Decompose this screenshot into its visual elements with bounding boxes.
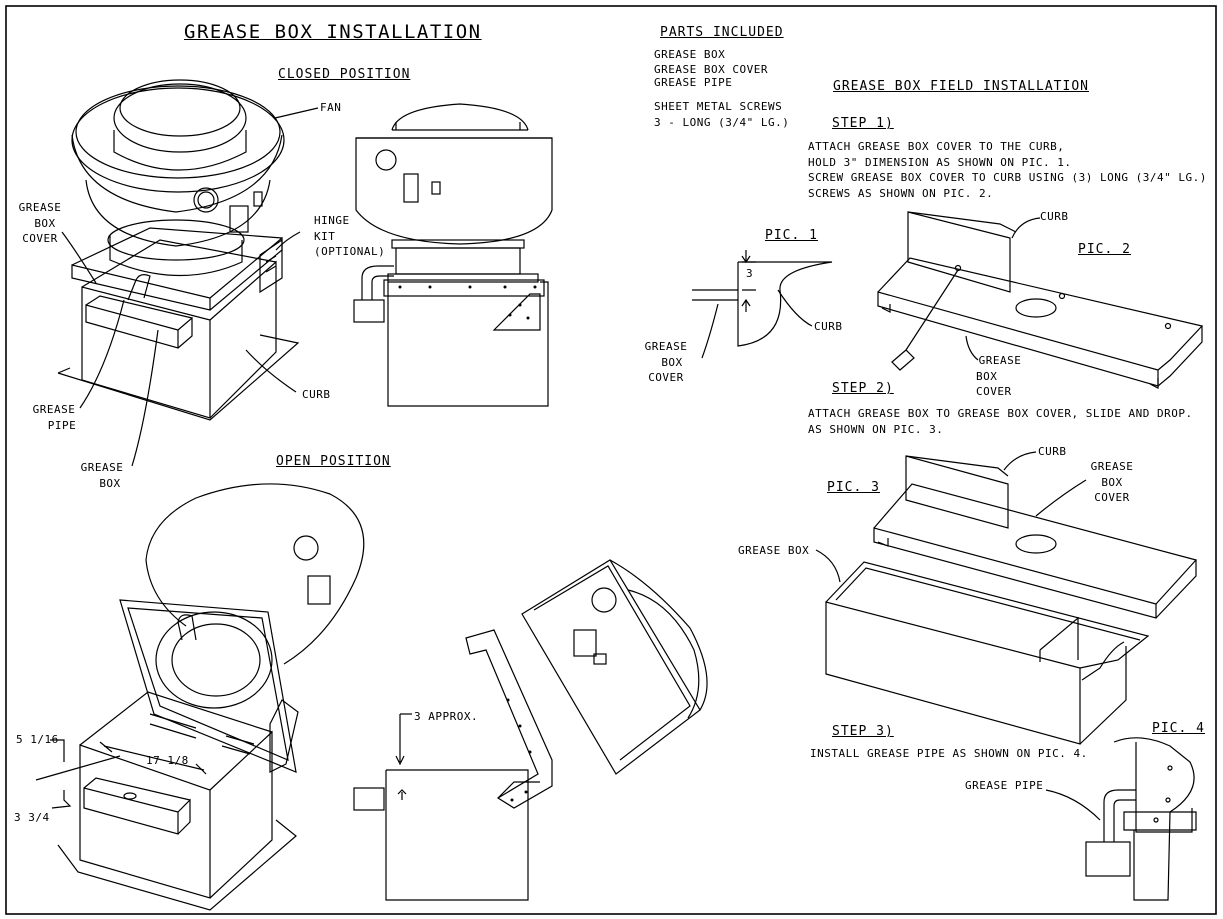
step2-instructions: ATTACH GREASE BOX TO GREASE BOX COVER, S… (808, 407, 1193, 436)
sheet-border (5, 5, 1217, 915)
pic4-heading: PIC. 4 (1152, 721, 1205, 736)
parts-list: GREASE BOX GREASE BOX COVER GREASE PIPE (654, 47, 768, 89)
screws-list: SHEET METAL SCREWS 3 - LONG (3/4" LG.) (654, 100, 790, 129)
step3-instructions: INSTALL GREASE PIPE AS SHOWN ON PIC. 4. (810, 747, 1088, 760)
pic1-heading: PIC. 1 (765, 228, 818, 243)
pic2-curb-label: CURB (1040, 210, 1069, 223)
pic3-drawing (815, 451, 1198, 745)
pic4-drawing (1045, 737, 1197, 901)
closed-position-heading: CLOSED POSITION (278, 67, 411, 82)
page-title: GREASE BOX INSTALLATION (184, 21, 482, 43)
pic2-drawing (877, 211, 1204, 389)
hinge-kit-label: HINGE KIT (OPTIONAL) (314, 214, 386, 258)
closed-fan-iso-view (57, 79, 319, 467)
pic1-dimension: 3 (746, 267, 754, 280)
dimension-3-3-4: 3 3/4 (14, 811, 50, 824)
closed-fan-side-view (353, 103, 553, 407)
pic1-drawing (692, 250, 833, 359)
pic1-grease-box-cover-label: GREASE BOX COVER (644, 340, 688, 384)
grease-pipe-label: GREASE PIPE (32, 403, 77, 432)
pic4-grease-pipe-label: GREASE PIPE (965, 779, 1044, 792)
step1-heading: STEP 1) (832, 116, 894, 131)
pic2-heading: PIC. 2 (1078, 242, 1131, 257)
pic3-curb-label: CURB (1038, 445, 1067, 458)
open-position-heading: OPEN POSITION (276, 454, 391, 469)
pic3-grease-box-label: GREASE BOX (738, 544, 810, 557)
open-fan-side-view (353, 559, 708, 901)
step2-heading: STEP 2) (832, 381, 894, 396)
step3-heading: STEP 3) (832, 724, 894, 739)
curb-label: CURB (302, 388, 331, 401)
part-item: GREASE BOX COVER (654, 62, 768, 76)
pic3-heading: PIC. 3 (827, 480, 880, 495)
part-item: GREASE BOX (654, 48, 726, 61)
parts-included-heading: PARTS INCLUDED (660, 25, 784, 40)
grease-box-cover-label: GREASE BOX COVER (18, 201, 62, 245)
part-item: GREASE PIPE (654, 75, 733, 89)
grease-box-label: GREASE BOX (80, 461, 124, 490)
pic1-curb-label: CURB (814, 320, 843, 333)
field-installation-heading: GREASE BOX FIELD INSTALLATION (833, 79, 1089, 94)
step1-instructions: ATTACH GREASE BOX COVER TO THE CURB, HOL… (808, 140, 1207, 200)
dimension-17-1-8: 17 1/8 (146, 754, 189, 767)
open-fan-iso-view (35, 483, 365, 911)
pic2-grease-box-cover-label: GREASE BOX COVER (976, 354, 1022, 398)
dimension-3-approx: 3 APPROX. (414, 710, 479, 723)
fan-label: FAN (320, 101, 342, 114)
pic3-grease-box-cover-label: GREASE BOX COVER (1090, 460, 1134, 504)
dimension-5-1-16: 5 1/16 (16, 733, 59, 746)
